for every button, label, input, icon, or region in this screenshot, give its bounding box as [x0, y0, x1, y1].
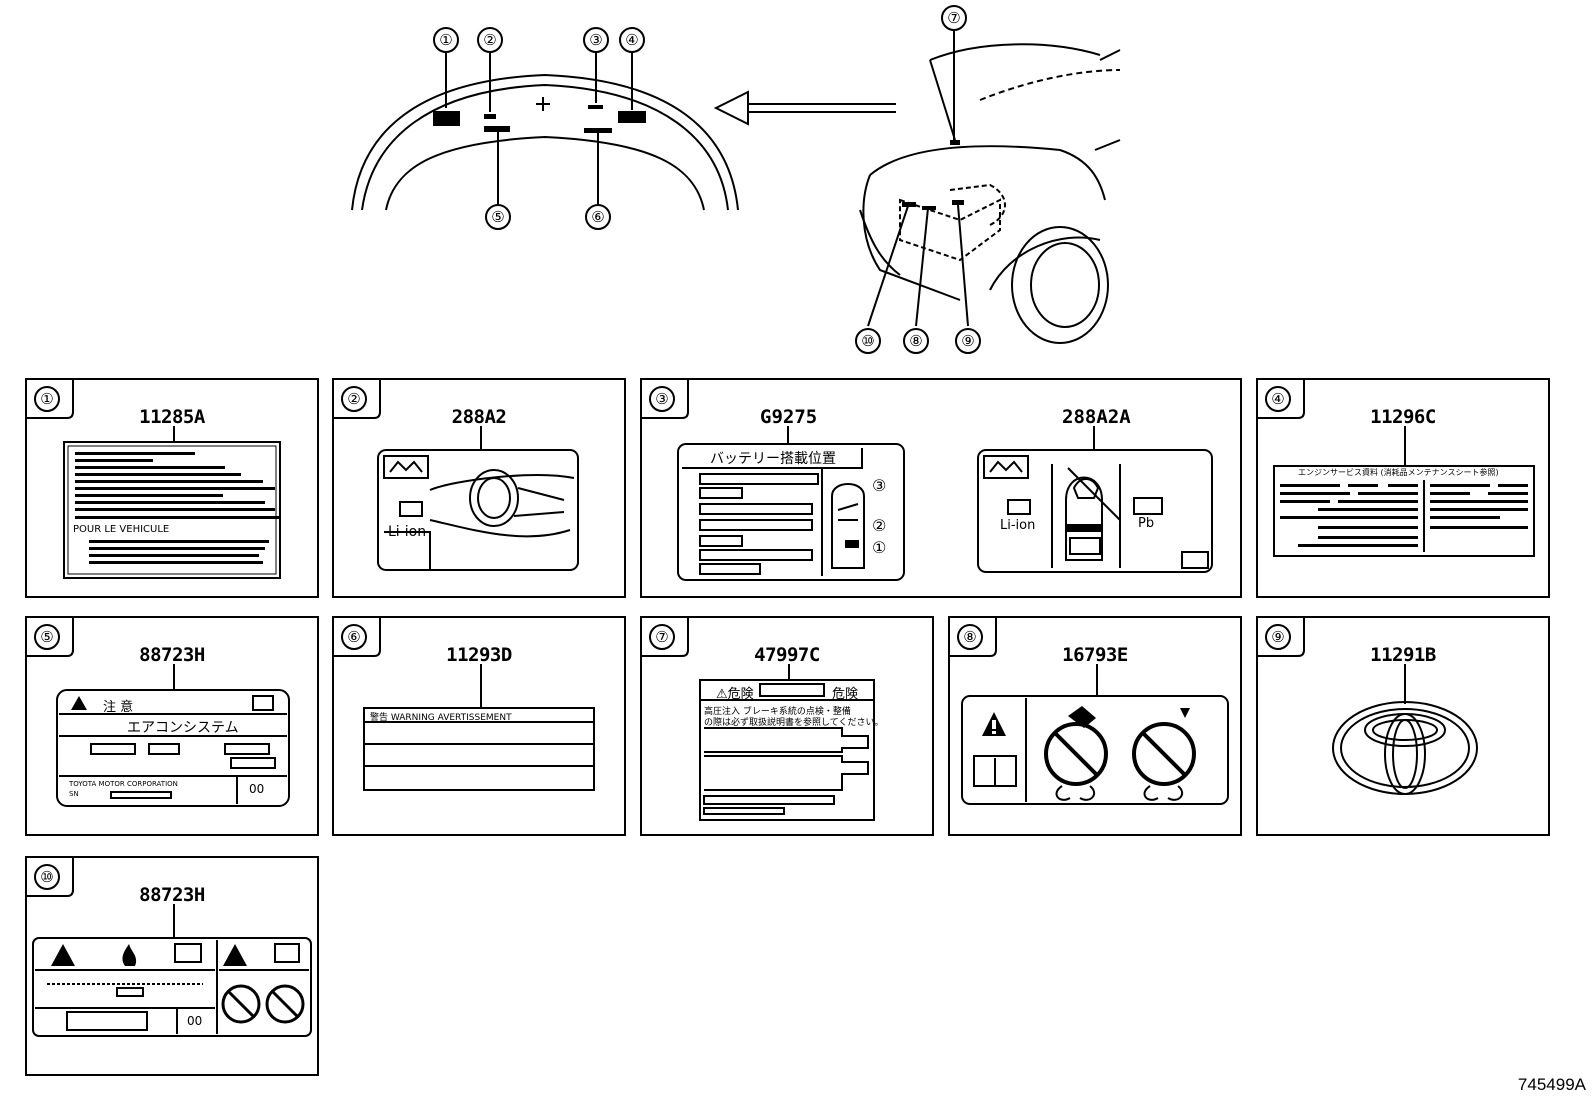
callout-4: ④: [619, 27, 645, 53]
callout-10: ⑩: [855, 328, 881, 354]
panel-1: ① 11285A POUR LE VEHICULE: [25, 378, 319, 598]
callout-2: ②: [477, 27, 503, 53]
panel-number: ①: [34, 386, 60, 412]
label-88723h-warning-graphic: [32, 904, 312, 1037]
label-288a2-graphic: [377, 426, 579, 571]
panel-6: ⑥ 11293D 警告 WARNING AVERTISSEMENT: [332, 616, 626, 836]
panel-3: ③ G9275 288A2A: [640, 378, 1242, 598]
panel-tab: ⑩: [27, 858, 75, 898]
panel-8: ⑧ 16793E: [948, 616, 1242, 836]
panel-number: ⑩: [34, 864, 60, 890]
panel-7: ⑦ 47997C ⚠危険 危険 高圧注入 ブレーキ系統の点検・整備 の際は必ず取…: [640, 616, 934, 836]
panel-tab: ⑨: [1258, 618, 1306, 658]
jp-line-2: の際は必ず取扱説明書を参照してください。: [704, 718, 884, 728]
sn-text: SN: [69, 790, 79, 798]
label-47997c-graphic: [699, 664, 875, 821]
caution-text: 注 意: [103, 700, 134, 715]
overview-drawing: ① ② ③ ④ ⑤ ⑥ ⑦ ⑧ ⑨ ⑩: [0, 0, 1592, 370]
part-number-b: 288A2A: [1062, 406, 1131, 428]
box-text: 00: [187, 1014, 203, 1028]
panel-number: ⑥: [341, 624, 367, 650]
mark-1: ①: [872, 538, 887, 557]
panel-tab: ①: [27, 380, 75, 420]
part-number: 88723H: [139, 644, 205, 666]
part-number: 11296C: [1370, 406, 1436, 428]
danger-text-b: 危険: [832, 687, 859, 702]
engine-service-title: エンジンサービス資料 (消耗品メンテナンスシート参照): [1298, 468, 1499, 477]
box-text: 00: [249, 782, 265, 796]
mark-2: ②: [872, 516, 887, 535]
callout-6: ⑥: [585, 204, 611, 230]
figure-code: 745499A: [1517, 1075, 1586, 1094]
panel-10: ⑩ 88723H 00: [25, 856, 319, 1076]
panel-tab: ③: [642, 380, 690, 420]
maker-text: TOYOTA MOTOR CORPORATION: [69, 780, 178, 788]
battery-location-title: バッテリー搭載位置: [710, 451, 836, 467]
panel-4: ④ 11296C エンジンサービス資料 (消耗品メンテナンスシート参照): [1256, 378, 1550, 598]
label-text: POUR LE VEHICULE: [73, 524, 170, 535]
panel-number: ⑧: [957, 624, 983, 650]
callout-9: ⑨: [955, 328, 981, 354]
panel-2: ② 288A2 Li-ion: [332, 378, 626, 598]
panel-number: ⑤: [34, 624, 60, 650]
panel-number: ⑨: [1265, 624, 1291, 650]
panel-9: ⑨ 11291B: [1256, 616, 1550, 836]
panel-tab: ⑥: [334, 618, 382, 658]
panel-number: ③: [649, 386, 675, 412]
part-number-a: G9275: [760, 406, 818, 428]
label-11285a-graphic: [63, 426, 281, 579]
label-11296c-graphic: [1273, 426, 1535, 557]
ac-system-title: エアコンシステム: [127, 720, 239, 736]
label-11293d-graphic: [363, 664, 595, 791]
part-number: 11291B: [1370, 644, 1436, 666]
panel-tab: ②: [334, 380, 382, 420]
panel-number: ②: [341, 386, 367, 412]
label-text: Li-ion: [388, 524, 427, 540]
label-16793e-graphic: [961, 664, 1229, 805]
panel-tab: ⑤: [27, 618, 75, 658]
panel-number: ⑦: [649, 624, 675, 650]
part-number: 288A2: [451, 406, 507, 428]
panel-tab: ④: [1258, 380, 1306, 420]
part-number: 11285A: [139, 406, 205, 428]
callout-8: ⑧: [903, 328, 929, 354]
panel-tab: ⑦: [642, 618, 690, 658]
callout-7: ⑦: [941, 5, 967, 31]
panel-5: ⑤ 88723H 注 意 エアコンシステム TOYOTA MOTOR CORPO…: [25, 616, 319, 836]
panel-tab: ⑧: [950, 618, 998, 658]
toyota-emblem-icon: [1332, 664, 1478, 795]
pb-text: Pb: [1138, 516, 1155, 531]
part-number: 47997C: [754, 644, 820, 666]
hood-and-car-illustration: [351, 30, 1121, 344]
part-number: 88723H: [139, 884, 205, 906]
danger-text-a: ⚠危険: [716, 687, 754, 702]
part-number: 16793E: [1062, 644, 1128, 666]
part-number: 11293D: [446, 644, 512, 666]
label-88723h-graphic: [56, 664, 290, 807]
callout-1: ①: [433, 27, 459, 53]
warning-text: 警告 WARNING AVERTISSEMENT: [370, 713, 512, 723]
mark-3: ③: [872, 476, 887, 495]
jp-line-1: 高圧注入 ブレーキ系統の点検・整備: [704, 707, 851, 717]
panel-number: ④: [1265, 386, 1291, 412]
callout-5: ⑤: [485, 204, 511, 230]
label-g9275-288a2a-graphic: [677, 426, 1213, 581]
callout-3: ③: [583, 27, 609, 53]
li-ion-text: Li-ion: [1000, 518, 1036, 533]
